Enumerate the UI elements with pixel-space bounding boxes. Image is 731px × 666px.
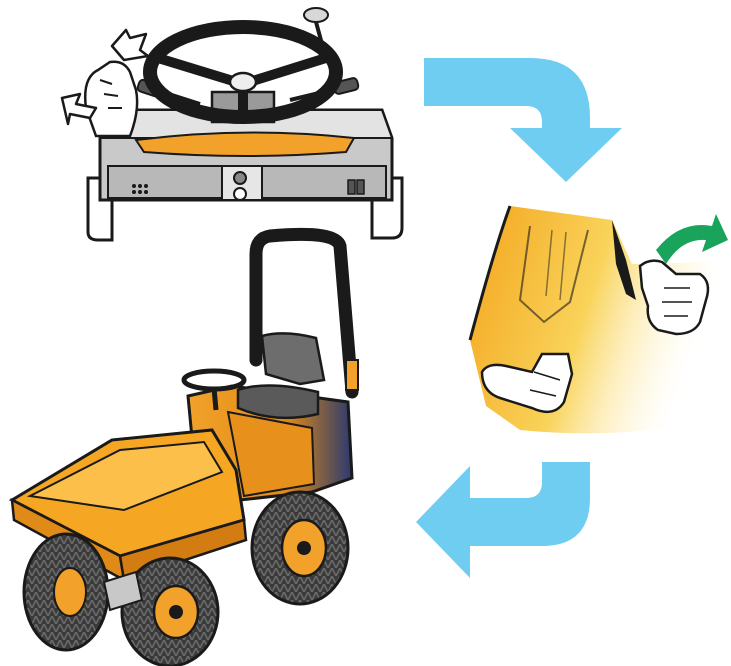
start-button-icon [234,188,246,200]
rotate-up-arrow-icon [112,30,148,60]
treadle-pedal-panel [470,206,728,433]
seat-base [238,385,318,417]
switch-left-icon [348,180,355,194]
hand-turning-icon [85,62,137,136]
dumper-steering-wheel [184,371,244,389]
arrow-pedals-to-dumper [416,462,590,578]
steering-wheel-icon [150,27,336,117]
arrow-console-to-pedals [424,58,622,182]
rollover-mount [346,360,358,390]
curved-arrow-icon [656,214,728,264]
dumper-vehicle-icon [12,234,358,666]
ignition-switch-icon [234,172,246,184]
seat-back [262,333,324,384]
switch-right-icon [357,180,364,194]
rear-wheel-right [252,492,348,604]
steering-console-panel [62,8,402,240]
console-orange-trim [136,132,354,156]
dumper-steering-column [214,388,216,410]
front-wheel-left [24,534,108,650]
